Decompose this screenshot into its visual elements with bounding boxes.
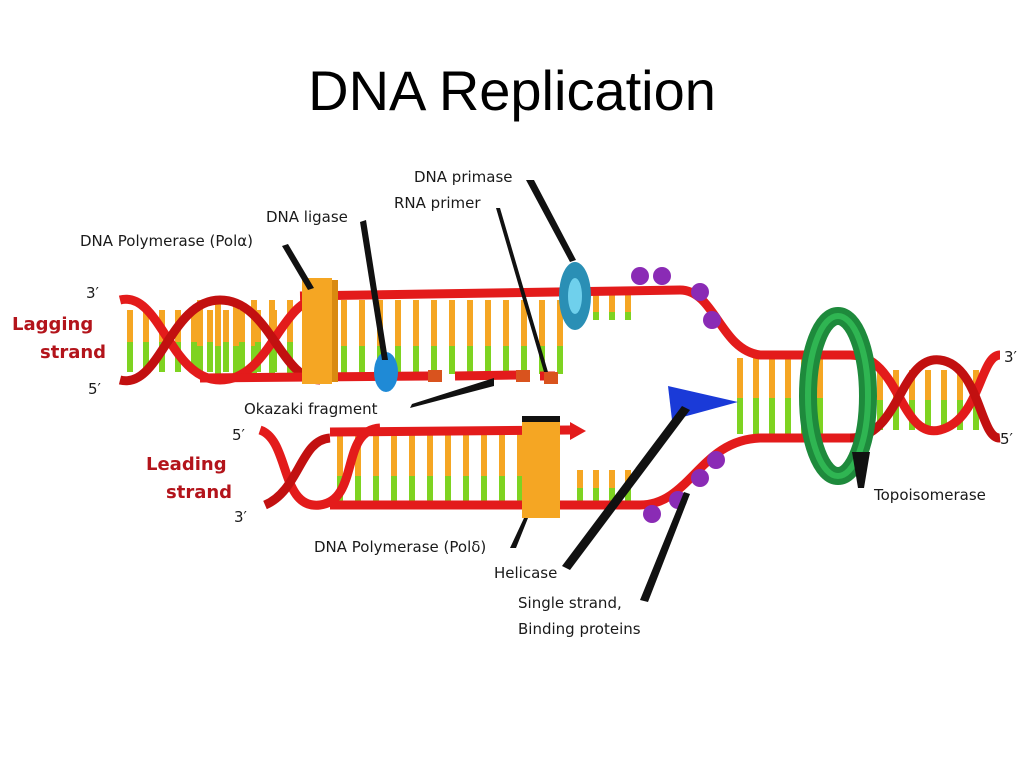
rna-primer-label: RNA primer (394, 194, 481, 212)
pol-alpha-label: DNA Polymerase (Polα) (80, 232, 253, 250)
leading-end-top: 5′ (232, 426, 246, 444)
topoisomerase-label: Topoisomerase (873, 486, 986, 504)
helicase-label: Helicase (494, 564, 557, 582)
okazaki-fragment-label: Okazaki fragment (244, 400, 378, 418)
ssb-label-line1: Single strand, (518, 594, 622, 612)
right-helix (849, 350, 1002, 443)
leading-left-helix (257, 423, 381, 510)
lagging-strand-label-line1: Lagging (12, 314, 93, 335)
leading-arrow-head (570, 422, 586, 440)
topoisomerase-ring (799, 307, 877, 485)
leading-end-bottom: 3′ (234, 508, 248, 526)
pol-delta-label: DNA Polymerase (Polδ) (314, 538, 486, 556)
leading-strand-label-line2: strand (166, 482, 232, 503)
lagging-end-top: 3′ (86, 284, 100, 302)
ssb-proteins (631, 267, 725, 523)
polymerase-delta (522, 416, 560, 518)
callout-pointers (282, 180, 870, 602)
rna-primers (428, 370, 558, 384)
leading-template-backbone (330, 433, 850, 510)
right-end-bottom: 5′ (1000, 430, 1014, 448)
lagging-end-bottom: 5′ (88, 380, 102, 398)
ssb-label-line2: Binding proteins (518, 620, 641, 638)
dna-primase (559, 262, 591, 330)
base-pairs (127, 294, 979, 502)
dna-ligase (374, 352, 398, 392)
dna-ligase-label: DNA ligase (266, 208, 348, 226)
lagging-strand-label-line2: strand (40, 342, 106, 363)
right-end-top: 3′ (1004, 348, 1018, 366)
dna-primase-label: DNA primase (414, 168, 513, 186)
leading-strand-label-line1: Leading (146, 454, 227, 475)
slide-title: DNA Replication (308, 59, 716, 122)
polymerase-alpha (302, 278, 338, 384)
okazaki-fragment-2 (454, 370, 521, 381)
